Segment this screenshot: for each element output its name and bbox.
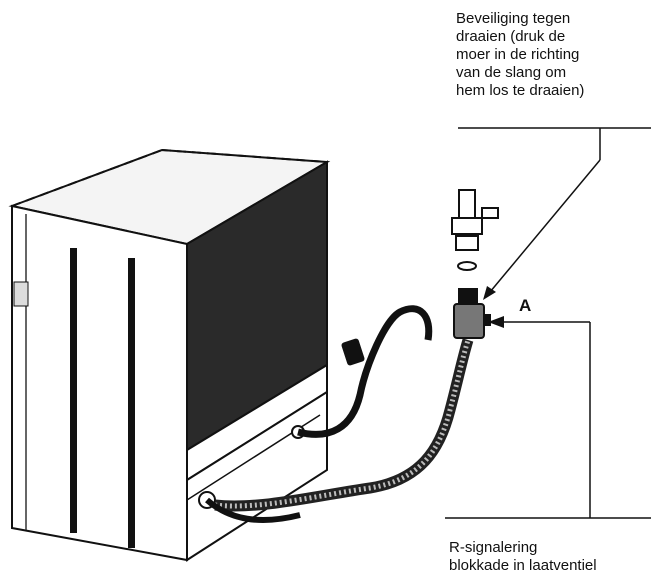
callout-line: hem los te draaien)	[456, 82, 585, 99]
callout-line: draaien (druk de	[456, 28, 566, 45]
marker-a-label: A	[519, 296, 532, 315]
inlet-valve	[453, 288, 491, 339]
valve-blockage-callout: R-signalering blokkade in laatventiel	[449, 539, 597, 575]
callout-line: R-signalering	[449, 539, 538, 556]
anti-rotation-callout: Beveiliging tegen draaien (druk de moer …	[456, 10, 584, 100]
drain-hose	[297, 305, 433, 438]
callout-line: blokkade in laatventiel	[449, 557, 597, 574]
callout-line: moer in de richting	[456, 46, 580, 63]
callout-line: Beveiliging tegen	[456, 10, 571, 27]
dishwasher-front	[11, 204, 188, 562]
water-tap	[451, 189, 499, 271]
callout-line: van de slang om	[456, 64, 567, 81]
